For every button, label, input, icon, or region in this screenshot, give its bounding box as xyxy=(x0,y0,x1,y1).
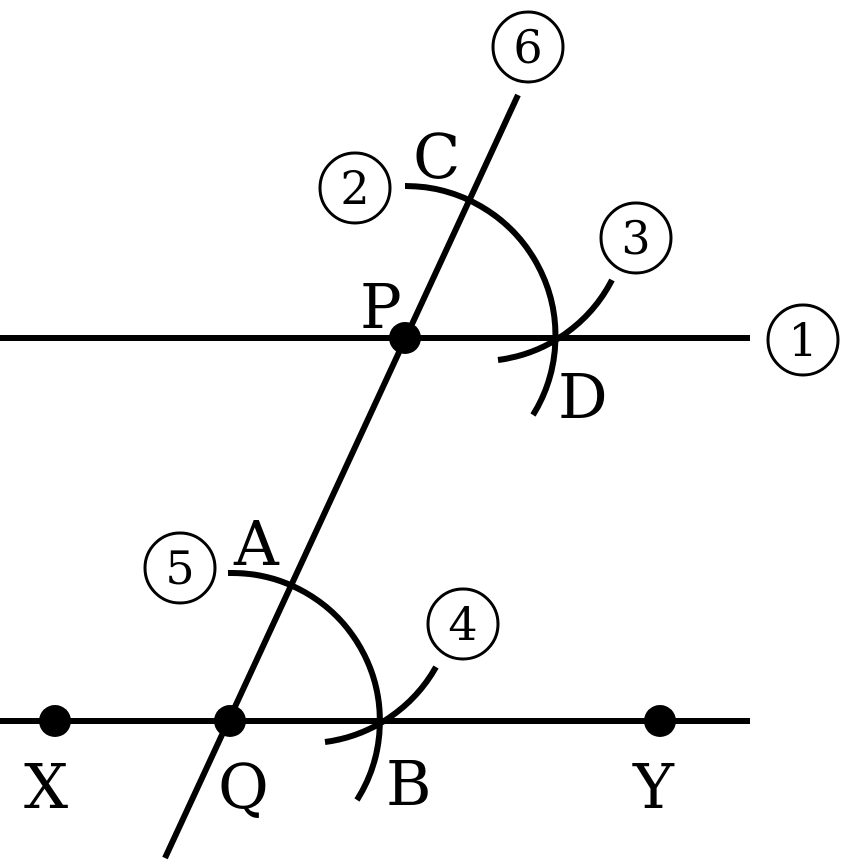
label-b: B xyxy=(386,747,432,820)
label-x: X xyxy=(24,750,68,823)
arc-centered-q xyxy=(227,569,383,802)
step-marker-4: 4 xyxy=(426,587,500,661)
step-ring-4 xyxy=(426,587,500,661)
step-marker-3: 3 xyxy=(599,201,673,275)
label-y: Y xyxy=(632,750,675,823)
point-q-dot xyxy=(214,705,246,737)
step-number-2: 2 xyxy=(340,161,369,215)
step-marker-5: 5 xyxy=(143,531,217,605)
label-d: D xyxy=(558,360,608,433)
step-ring-2 xyxy=(318,151,392,225)
point-y-dot xyxy=(644,705,676,737)
step-marker-2: 2 xyxy=(318,151,392,225)
label-c: C xyxy=(413,120,460,193)
point-p-dot xyxy=(389,322,421,354)
point-x-dot xyxy=(39,705,71,737)
step-marker-6: 6 xyxy=(491,10,565,84)
label-a: A xyxy=(233,507,280,580)
step-number-3: 3 xyxy=(621,211,650,265)
step-marker-1: 1 xyxy=(766,303,840,377)
step-number-6: 6 xyxy=(513,20,542,74)
arc-centered-p xyxy=(404,182,559,417)
label-p: P xyxy=(360,270,402,343)
step-ring-1 xyxy=(766,303,840,377)
step-number-1: 1 xyxy=(788,313,817,367)
step-ring-3 xyxy=(599,201,673,275)
step-ring-5 xyxy=(143,531,217,605)
label-q: Q xyxy=(218,750,269,823)
step-ring-6 xyxy=(491,10,565,84)
arc-centered-b xyxy=(324,665,439,745)
arc-centered-d xyxy=(497,278,615,363)
step-number-5: 5 xyxy=(165,541,194,595)
step-number-4: 4 xyxy=(448,597,477,651)
